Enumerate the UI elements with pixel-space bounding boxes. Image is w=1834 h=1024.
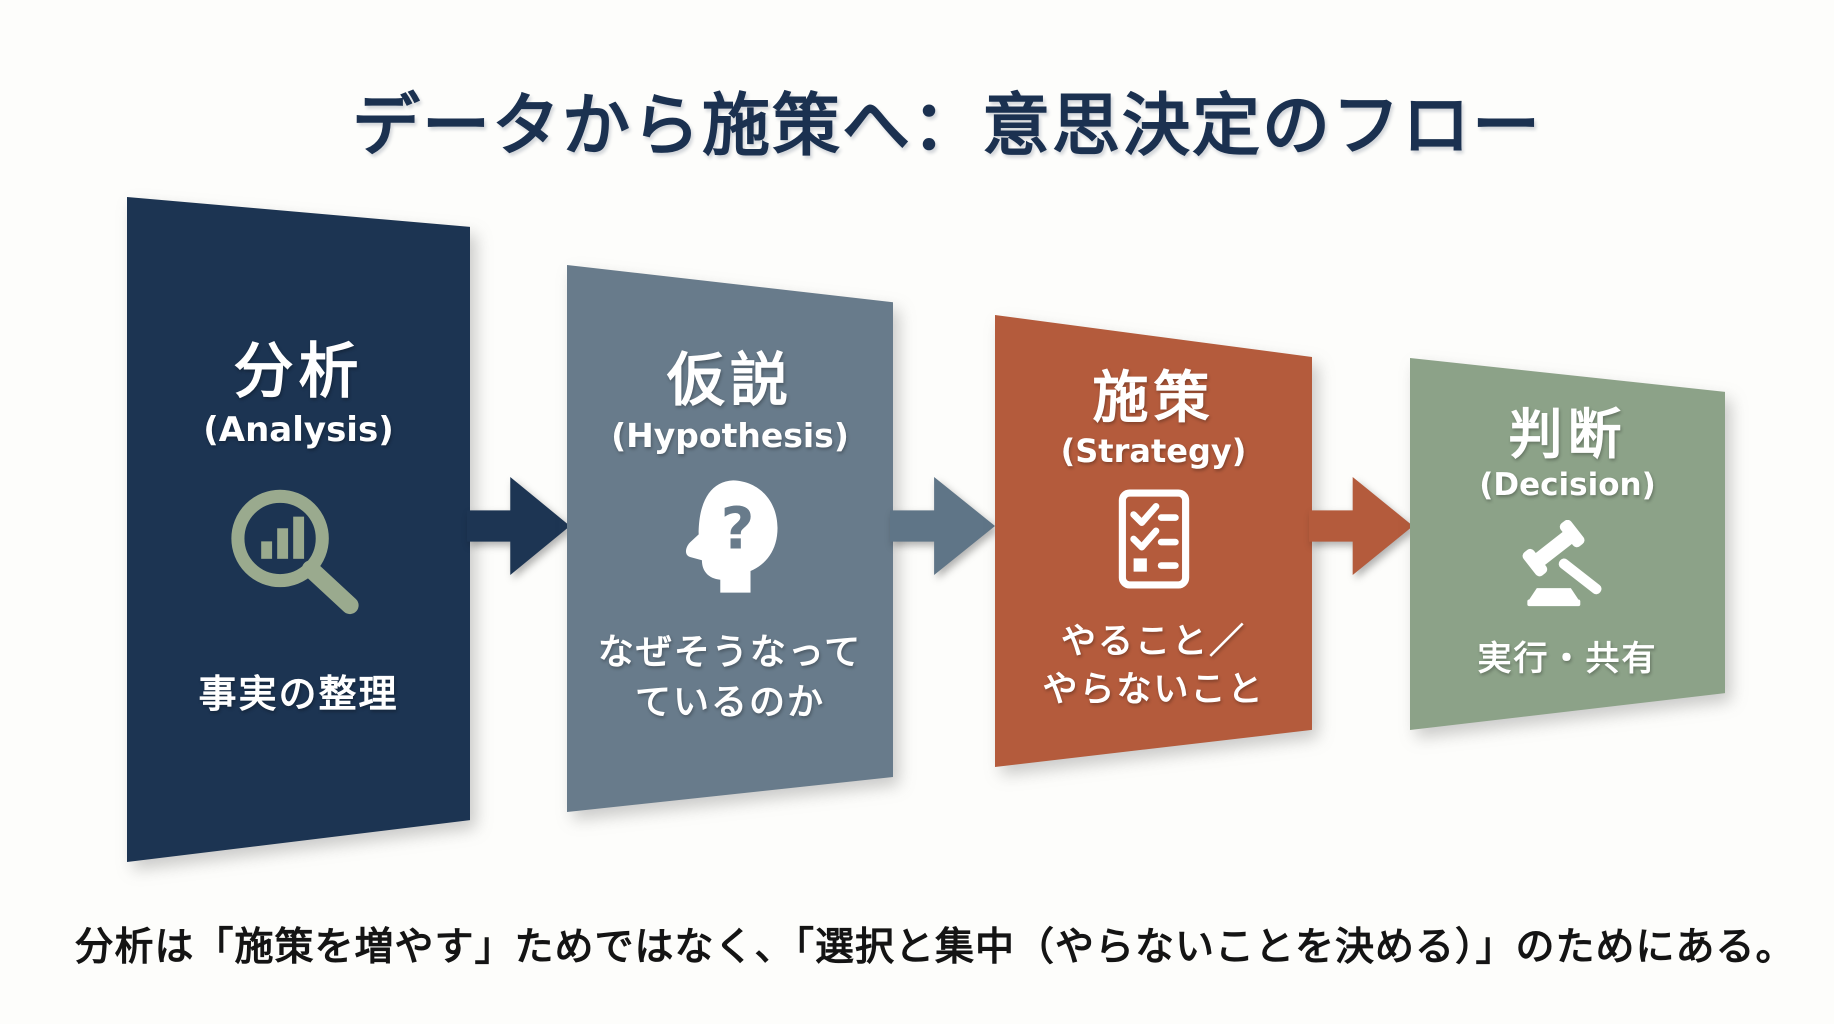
step-title-jp: 判断: [1508, 403, 1627, 467]
question-mark-glyph: ?: [721, 495, 755, 563]
footer-note: 分析は「施策を増やす」ためではなく、「選択と集中（やらないことを決める）」のため…: [74, 925, 1796, 970]
step-panel-decision-bg: 判断 (Decision) 実行・共有: [1410, 358, 1725, 730]
step-desc: やること／ やらないこと: [1042, 621, 1265, 711]
step-panel-hypothesis-bg: 仮説 (Hypothesis) ? なぜそうなって ているのか: [567, 265, 893, 812]
step-panel-strategy-bg: 施策 (Strategy) やること／ やらないこと: [995, 315, 1312, 767]
step-panel-decision: 判断 (Decision) 実行・共有: [1410, 358, 1725, 730]
step-title-jp: 分析: [233, 336, 364, 407]
flow-arrow-3-icon: [1309, 477, 1413, 575]
checklist-icon: [1118, 489, 1189, 589]
flow-arrow-1-icon: [467, 477, 570, 575]
step-panel-hypothesis: 仮説 (Hypothesis) ? なぜそうなって ているのか: [567, 265, 893, 812]
step-title-en: (Analysis): [203, 409, 394, 450]
step-panel-analysis-bg: 分析 (Analysis) 事実の整理: [127, 197, 470, 862]
gavel-icon: [1522, 520, 1602, 607]
head-question-mark-icon: ?: [685, 480, 778, 593]
step-title-jp: 施策: [1092, 365, 1215, 431]
step-title-en: (Decision): [1479, 467, 1656, 504]
page-title: データから施策へ：意思決定のフロー: [351, 87, 1542, 166]
step-panel-strategy: 施策 (Strategy) やること／ やらないこと: [995, 315, 1312, 767]
magnifying-glass-bar-chart-icon: [230, 489, 359, 614]
step-panel-analysis: 分析 (Analysis) 事実の整理: [127, 197, 470, 862]
step-desc: 実行・共有: [1477, 639, 1658, 680]
step-desc: 事実の整理: [198, 671, 399, 716]
step-title-jp: 仮説: [666, 346, 793, 415]
flow-arrow-2-icon: [890, 477, 995, 575]
step-title-en: (Strategy): [1060, 432, 1247, 471]
step-title-en: (Hypothesis): [611, 416, 849, 456]
step-desc: なぜそうなって ているのか: [597, 632, 863, 723]
